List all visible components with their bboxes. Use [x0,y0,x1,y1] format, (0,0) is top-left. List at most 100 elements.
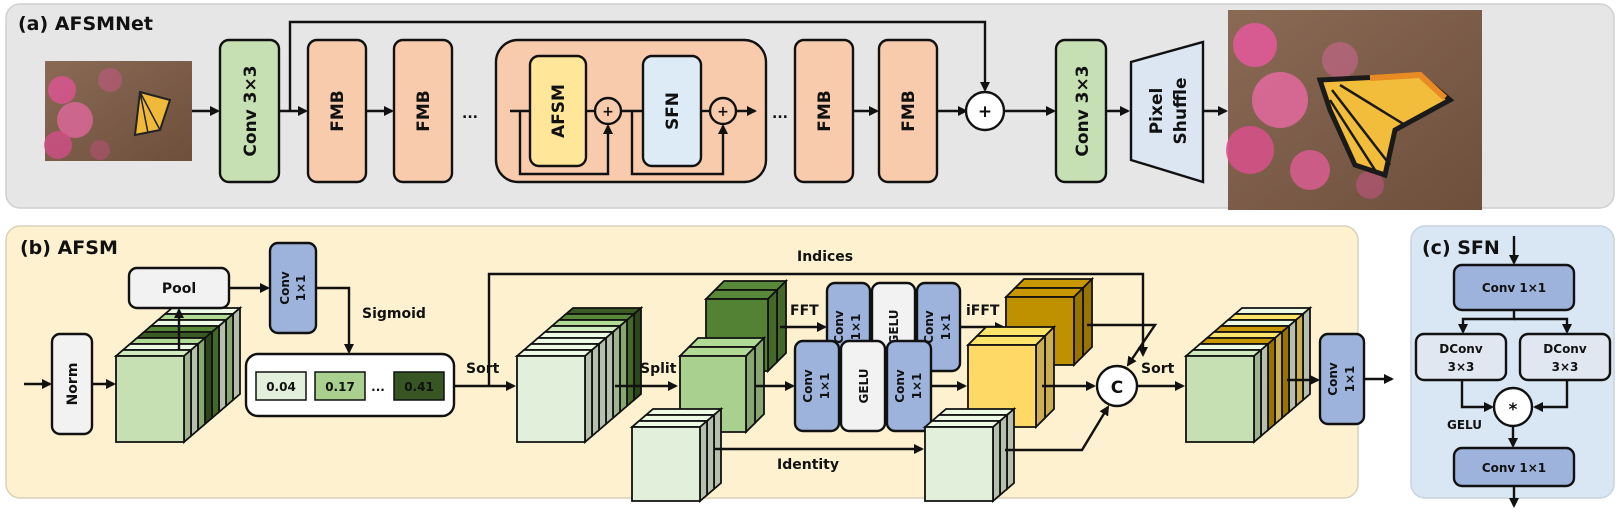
pool-label: Pool [162,281,196,297]
feature-layer-side [619,318,628,414]
feature-layer-top [1012,278,1095,289]
feature-layer-side [754,335,765,426]
arrow-to-dconv-left [1458,310,1516,334]
feature-layer-side [1288,318,1297,414]
panel-a-afsmnet: (a) AFSMNet Conv 3×3 FMB FMB ... AFSM [5,3,1615,210]
feature-layer-side [706,413,715,497]
feature-layer-front [516,355,586,443]
feature-layer-front [1185,355,1255,443]
feature-layer-side [1082,276,1093,359]
weight-cell-3 [393,371,445,401]
feature-layer-side [776,278,787,365]
dconv-left-label-2: 3×3 [1448,360,1475,374]
mid-gelu-label: GELU [857,368,871,403]
output-feature-stack [1183,306,1313,444]
sfn-gelu-label: GELU [1447,418,1482,432]
feature-layer-side [626,312,635,408]
weight-cell-1 [255,371,307,401]
input-image [44,61,192,161]
indices-label: Indices [797,249,853,265]
dconv-right-block [1518,332,1612,382]
pixel-shuffle-label-2: Shuffle [1171,78,1191,145]
feature-layer-side [999,413,1008,497]
fft-conv-1-label-2: 1×1 [849,314,863,341]
feature-layer-side [1274,330,1283,426]
conv-3x3-in-label: Conv 3×3 [241,65,261,156]
feature-layer-front [967,344,1037,428]
sfn-conv-top-label: Conv 1×1 [1482,281,1546,295]
pixel-shuffle-block [1129,40,1205,184]
feature-layer-side [992,419,1001,503]
fmb-label-3: FMB [815,90,835,132]
output-image [1226,10,1482,210]
mid-conv-1-label-1: Conv [801,369,815,403]
dconv-right-label-1: DConv [1543,342,1587,356]
fft-gelu-label: GELU [887,309,901,344]
panel-a-title: (a) AFSMNet [18,13,153,35]
global-skip-connection [288,20,990,111]
feature-layer-side [204,330,213,426]
ifft-label: iFFT [966,303,1000,319]
mid-conv-1-label-2: 1×1 [818,373,832,400]
feature-layer-top [965,335,1048,346]
conv-1x1-label-1: Conv [278,271,292,305]
input-feature-stack [113,306,243,444]
identity-label: Identity [777,457,839,473]
ellipsis-2: ... [772,106,788,122]
residual-afsm [518,111,613,176]
split-label: Split [640,361,677,377]
feature-layer-side [745,344,756,435]
weight-ellipsis: ... [371,380,385,394]
feature-layer-side [211,324,220,420]
arrow-dconv-left-to-mul [1460,380,1494,412]
feature-layer-side [612,324,621,420]
mid-conv-2-label-2: 1×1 [910,373,924,400]
feature-layer-front [924,426,994,502]
mid-output-stack [965,324,1057,430]
arrow-ifft-to-concat [1087,323,1158,367]
feature-layer-side [1260,342,1269,438]
sfn-label: SFN [663,92,683,130]
weight-value-2: 0.17 [325,380,355,394]
feature-layer-side [232,306,241,402]
plus-1: + [602,104,614,120]
feature-layer-side [584,348,593,444]
fmb-label-4: FMB [899,90,919,132]
feature-layer-side [1295,312,1304,408]
fft-conv-2-label-1: Conv [922,310,936,344]
feature-layer-side [598,336,607,432]
feature-layer-side [183,348,192,444]
feature-layer-top [686,337,767,348]
mid-conv-2-label-1: Conv [893,369,907,403]
fmb-block-2 [392,38,454,184]
feature-layer-front [115,355,185,443]
feature-layer-side [1281,324,1290,420]
feature-layer-side [605,330,614,426]
feature-layer-side [1035,333,1046,430]
feature-layer-side [767,287,778,374]
feature-layer-side [1267,336,1276,432]
low-feature-stack [629,407,724,503]
feature-layer-top [703,289,780,300]
conv-1x1-channel-block [268,241,318,335]
feature-layer-front [631,426,701,502]
conv-1x1-label-2: 1×1 [294,275,308,302]
fmb-label-1: FMB [328,90,348,132]
afsm-label: AFSM [549,84,569,138]
arrow-dconv-right-to-mul [1533,380,1569,412]
multiply-label: * [1509,400,1518,420]
residual-sfn [630,111,728,176]
feature-layer-side [225,312,234,408]
global-plus: + [978,102,992,122]
identity-output-stack [922,407,1017,503]
arrow-identity-to-concat [1005,405,1110,452]
final-conv-label-2: 1×1 [1343,366,1357,393]
weight-cell-2 [314,371,366,401]
mid-gelu-block [839,339,887,433]
final-conv-label-1: Conv [1326,362,1340,396]
feature-layer-top [974,326,1057,337]
feature-layer-top [1003,287,1086,298]
feature-layer-top [712,280,789,291]
sorted-feature-stack [514,306,644,444]
panel-c-title: (c) SFN [1422,237,1500,259]
